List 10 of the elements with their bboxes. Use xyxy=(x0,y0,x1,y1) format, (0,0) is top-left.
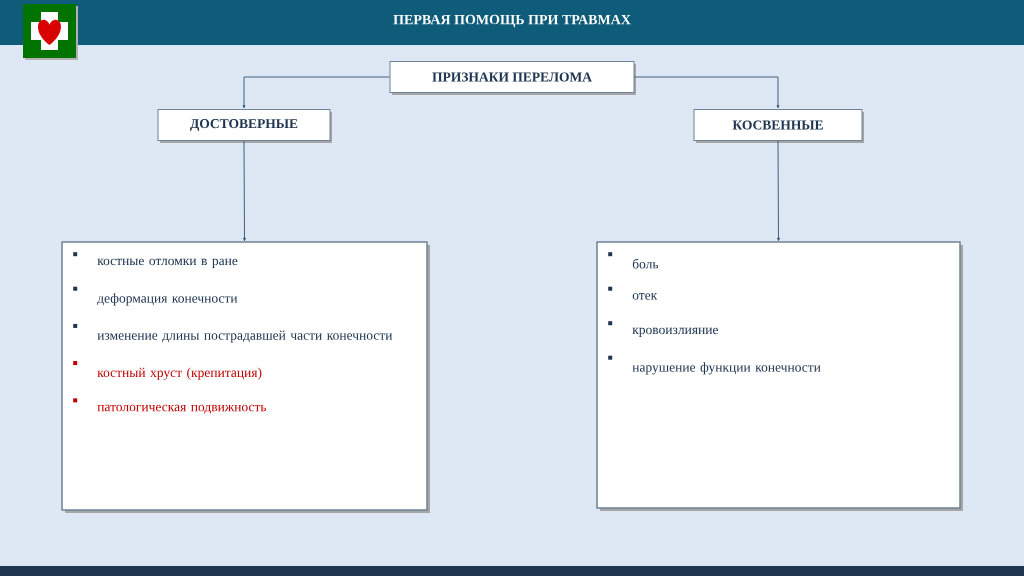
arrow xyxy=(243,140,246,242)
heading-box: ДОСТОВЕРНЫЕ xyxy=(157,109,332,143)
heading-box: КОСВЕННЫЕ xyxy=(693,109,864,143)
arrow xyxy=(242,76,390,109)
heading-box: ПРИЗНАКИ ПЕРЕЛОМА xyxy=(389,61,636,95)
list-box: костные отломки в ране деформация конечности изменение длины пострадавшей части конечности костный хруст (крепитация) патологическая подвижность xyxy=(61,241,430,513)
header-bar: ПЕРВАЯ ПОМОЩЬ ПРИ ТРАВМАХ xyxy=(0,0,1024,45)
list-box: боль отек кровоизлияние нарушение функции конечности xyxy=(596,241,963,511)
arrow xyxy=(777,140,780,242)
arrow xyxy=(634,76,780,109)
